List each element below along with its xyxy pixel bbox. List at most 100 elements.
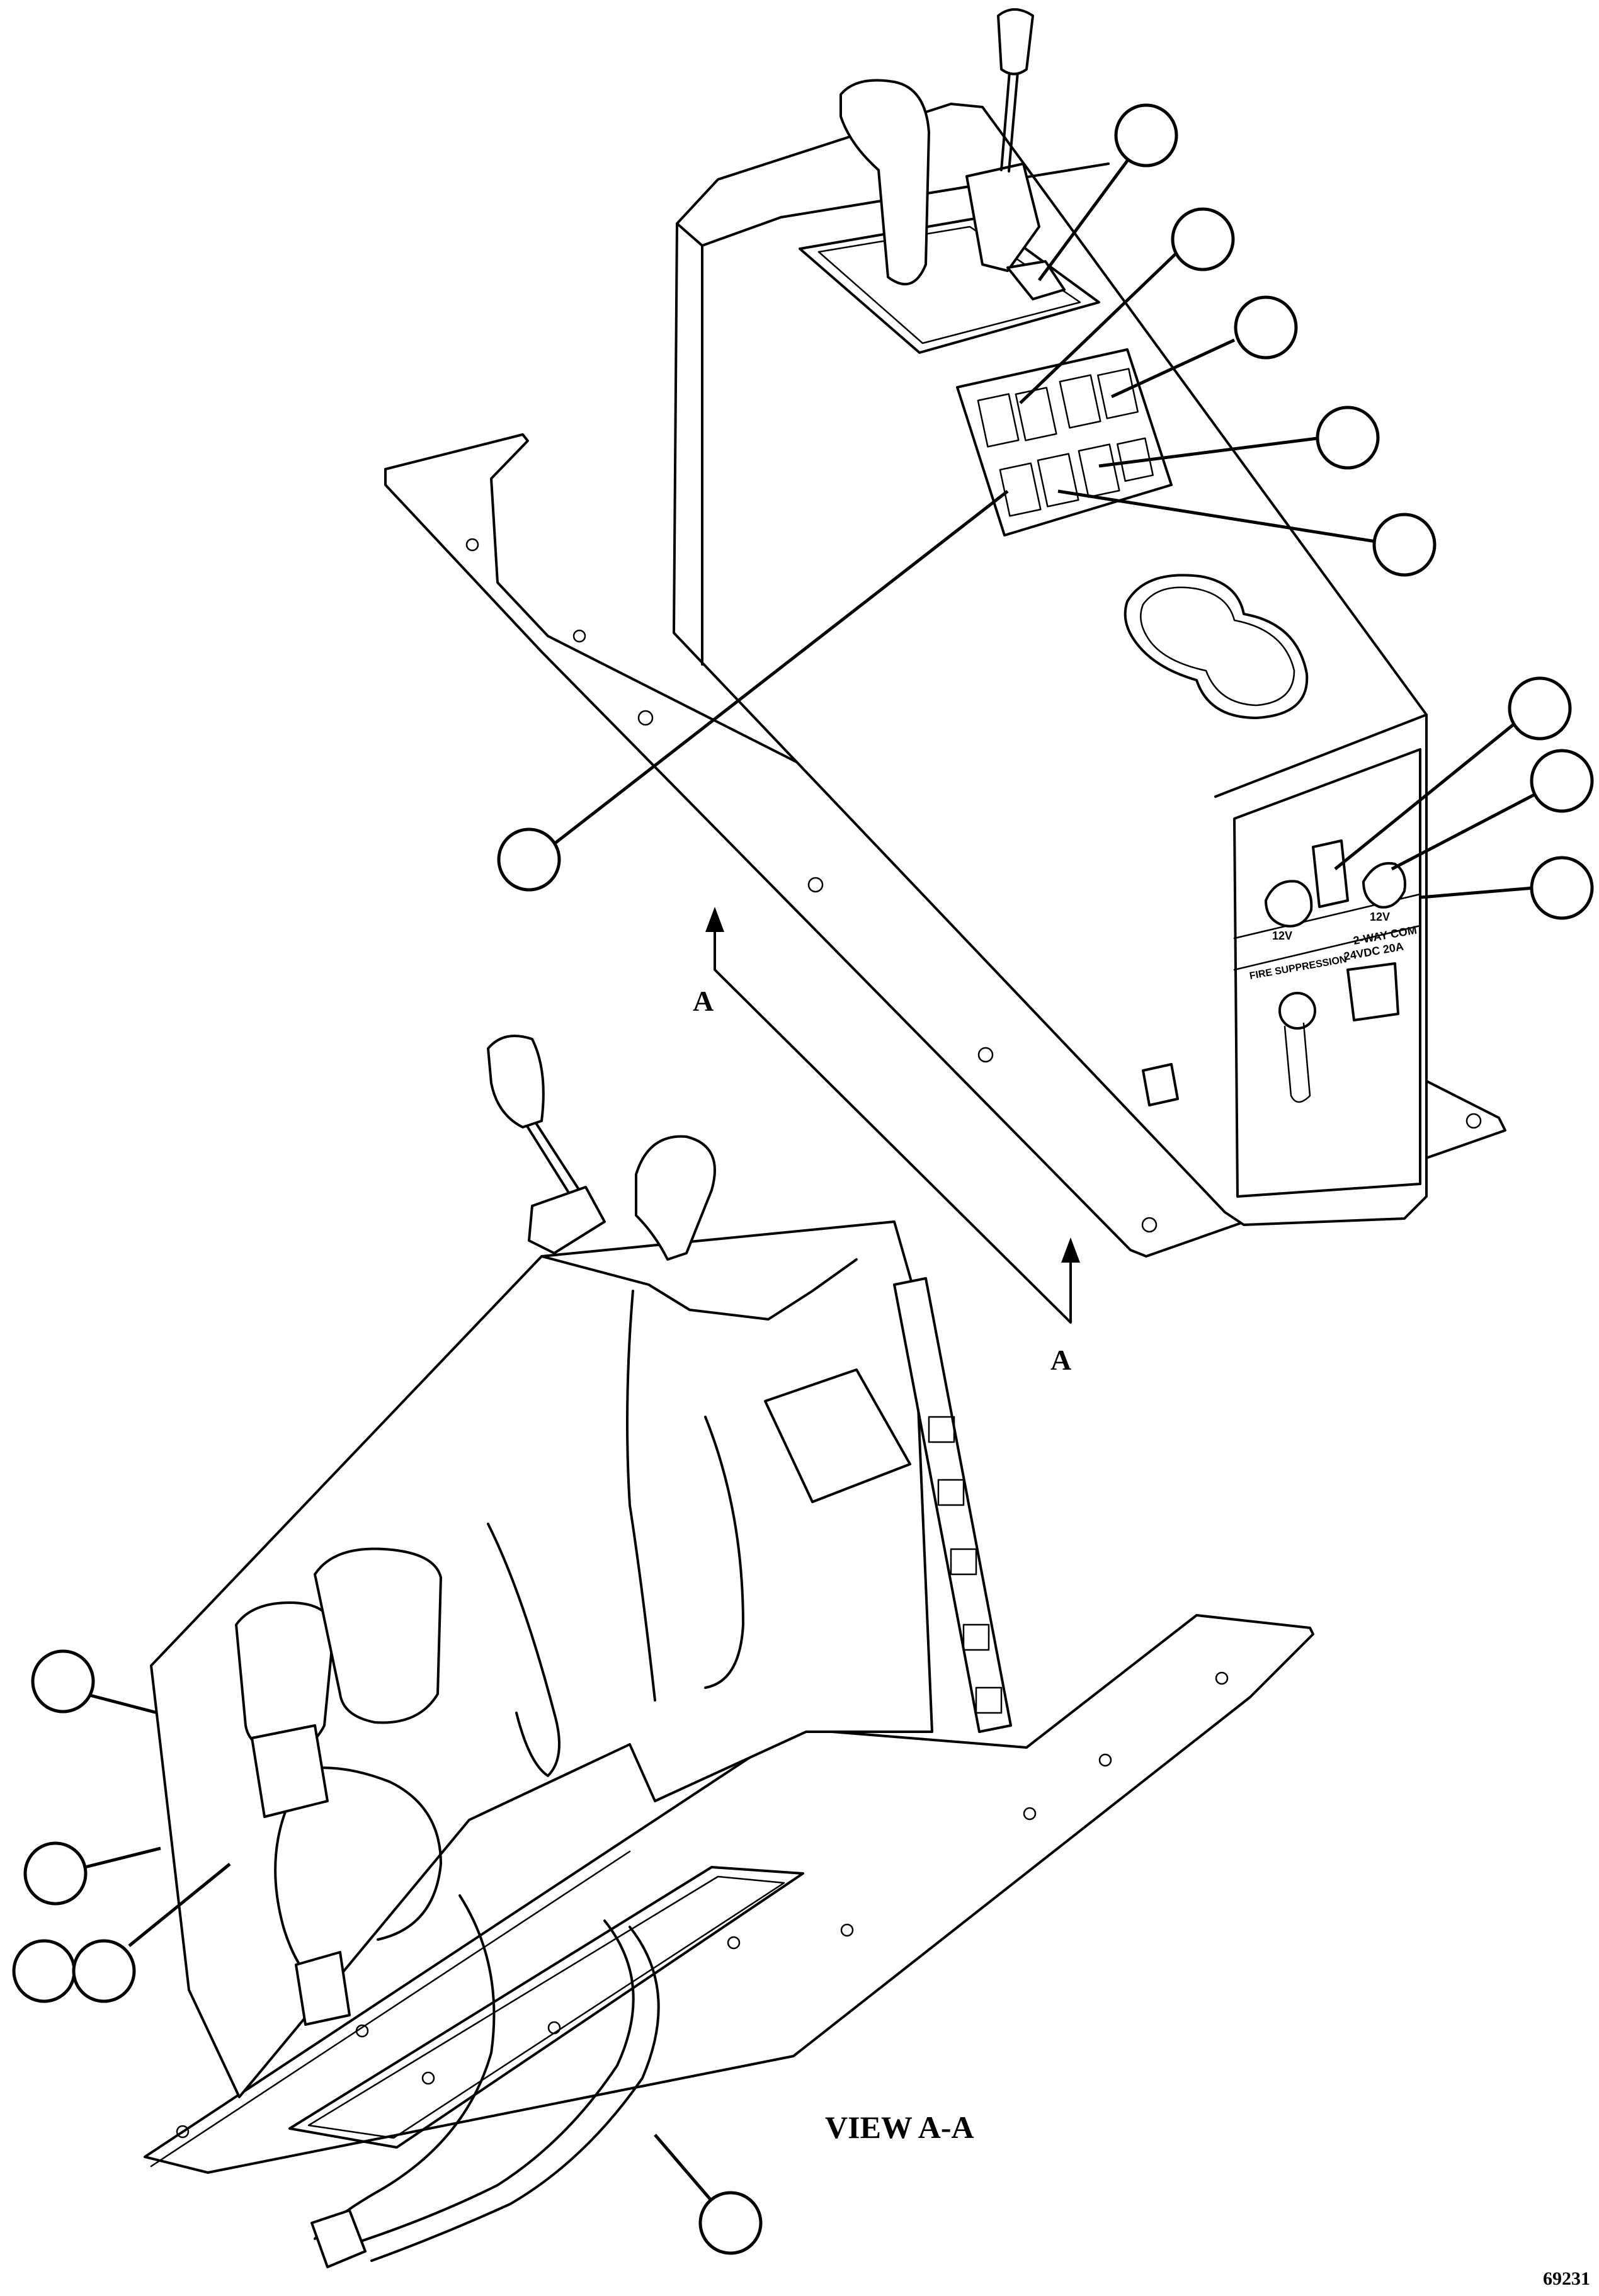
- view-joystick-knob: [487, 1035, 545, 1128]
- callout-bubble: [1316, 406, 1380, 470]
- shift-lever-handle: [839, 79, 930, 286]
- callout-leader: [128, 1863, 231, 1947]
- view-joystick-boot: [528, 1186, 606, 1254]
- callouts: [12, 103, 1594, 2255]
- power-socket-left: [1265, 880, 1313, 928]
- harness-connector: [310, 2209, 367, 2268]
- plate-bolt: [1465, 1113, 1482, 1129]
- section-letter-top: A: [693, 985, 714, 1017]
- controller-module: [764, 1368, 911, 1503]
- arrow-head-top: [705, 907, 724, 932]
- rocker-switch: [977, 393, 1020, 448]
- callout-bubble: [1234, 295, 1298, 360]
- callout-leader: [1110, 338, 1236, 399]
- view-plate: [144, 1614, 1314, 2174]
- callout-bubble: [1530, 856, 1594, 920]
- switch-blank: [1059, 374, 1101, 429]
- view-cup-left: [235, 1601, 335, 1753]
- callout-leader: [1019, 251, 1179, 404]
- rail-terminal: [975, 1686, 1003, 1714]
- plate-fastener: [421, 2071, 435, 2085]
- callout-bubble: [12, 1939, 76, 2003]
- callout-bubble: [23, 1841, 88, 1906]
- view-shift-handle: [635, 1135, 716, 1261]
- arrow-head-bottom: [1061, 1237, 1080, 1263]
- plate-bolt: [637, 710, 654, 726]
- console-rear-divider: [1233, 924, 1421, 971]
- wire-harness: [276, 1766, 442, 1941]
- view-plate-edge: [150, 1850, 631, 2168]
- callout-leader: [654, 2134, 713, 2202]
- callout-leader: [553, 490, 1009, 845]
- plate-slot: [288, 1866, 804, 2149]
- callout-bubble: [1372, 513, 1437, 577]
- plate-fastener: [176, 2125, 190, 2139]
- plate-fastener: [1215, 1671, 1229, 1685]
- dust-cap-tether: [1283, 1022, 1311, 1103]
- view-housing: [150, 1220, 933, 2098]
- plate-bolt: [807, 877, 824, 893]
- joystick-shaft: [1000, 55, 1012, 171]
- callout-bubble: [31, 1649, 95, 1713]
- power-socket-right: [1362, 861, 1406, 909]
- callout-leader: [1098, 436, 1323, 468]
- rail-terminal: [937, 1479, 965, 1506]
- joystick-knob: [997, 8, 1034, 76]
- plate-slot-inner: [307, 1875, 785, 2139]
- socket-label-right: 12V: [1370, 911, 1390, 923]
- callout-bubble: [497, 827, 561, 892]
- switch-blank: [1097, 368, 1139, 419]
- plate-fastener: [1023, 1807, 1037, 1821]
- plate-bolt: [1141, 1217, 1158, 1233]
- lower-harness: [370, 1926, 660, 2262]
- cup-holder: [1124, 574, 1309, 719]
- com-connector: [1312, 839, 1349, 908]
- relay-bracket: [295, 1951, 351, 2026]
- plate-fastener: [1098, 1753, 1112, 1767]
- housing-edge: [540, 1255, 858, 1321]
- lower-harness: [358, 1919, 635, 2243]
- rail-terminal: [928, 1416, 955, 1443]
- plate-fastener: [840, 1923, 854, 1937]
- rocker-switch: [1037, 453, 1079, 508]
- joystick-switch: [1006, 260, 1066, 300]
- plug-4pin: [1346, 962, 1399, 1021]
- lower-harness: [314, 1894, 496, 2240]
- view-cup-right: [314, 1547, 442, 1724]
- callout-leader: [84, 1846, 161, 1869]
- rail-terminal: [950, 1548, 977, 1576]
- plate-fastener: [355, 2024, 369, 2038]
- callout-bubble: [1508, 676, 1572, 741]
- switch-panel: [956, 348, 1173, 537]
- console-front-edge: [1214, 713, 1428, 798]
- callout-leader: [84, 1692, 158, 1715]
- callout-bubble: [1114, 103, 1178, 168]
- joystick-shaft: [1008, 57, 1020, 173]
- figure-number: 69231: [1543, 2268, 1590, 2289]
- callout-leader: [1057, 489, 1377, 543]
- cup-holder-inner: [1140, 586, 1295, 707]
- plate-bolt: [572, 629, 586, 643]
- dust-cap: [1278, 992, 1316, 1030]
- socket-label-left: 12V: [1272, 929, 1292, 942]
- joystick-boot: [965, 162, 1040, 272]
- plate-bolt: [977, 1047, 994, 1063]
- callout-bubble: [1171, 207, 1235, 271]
- console-assembly: 12V 12V 2-WAY COM 24VDC 20A FIRE SUPPRES…: [384, 8, 1506, 1258]
- callout-leader: [1391, 792, 1538, 871]
- callout-bubble: [1530, 749, 1594, 813]
- callout-bubble: [72, 1939, 136, 2003]
- callout-leader: [1420, 886, 1534, 899]
- plate-bolt: [465, 538, 479, 552]
- wire-harness: [704, 1416, 744, 1689]
- rocker-switch: [1078, 443, 1120, 498]
- section-line: A A: [693, 907, 1080, 1376]
- rail-terminal: [962, 1623, 990, 1651]
- section-letter-bottom: A: [1050, 1344, 1071, 1376]
- callout-leader: [1334, 720, 1519, 870]
- callout-bubble: [698, 2191, 763, 2255]
- section-line-path: [714, 928, 1072, 1324]
- wire-harness: [626, 1290, 656, 1702]
- view-title: VIEW A-A: [825, 2110, 974, 2145]
